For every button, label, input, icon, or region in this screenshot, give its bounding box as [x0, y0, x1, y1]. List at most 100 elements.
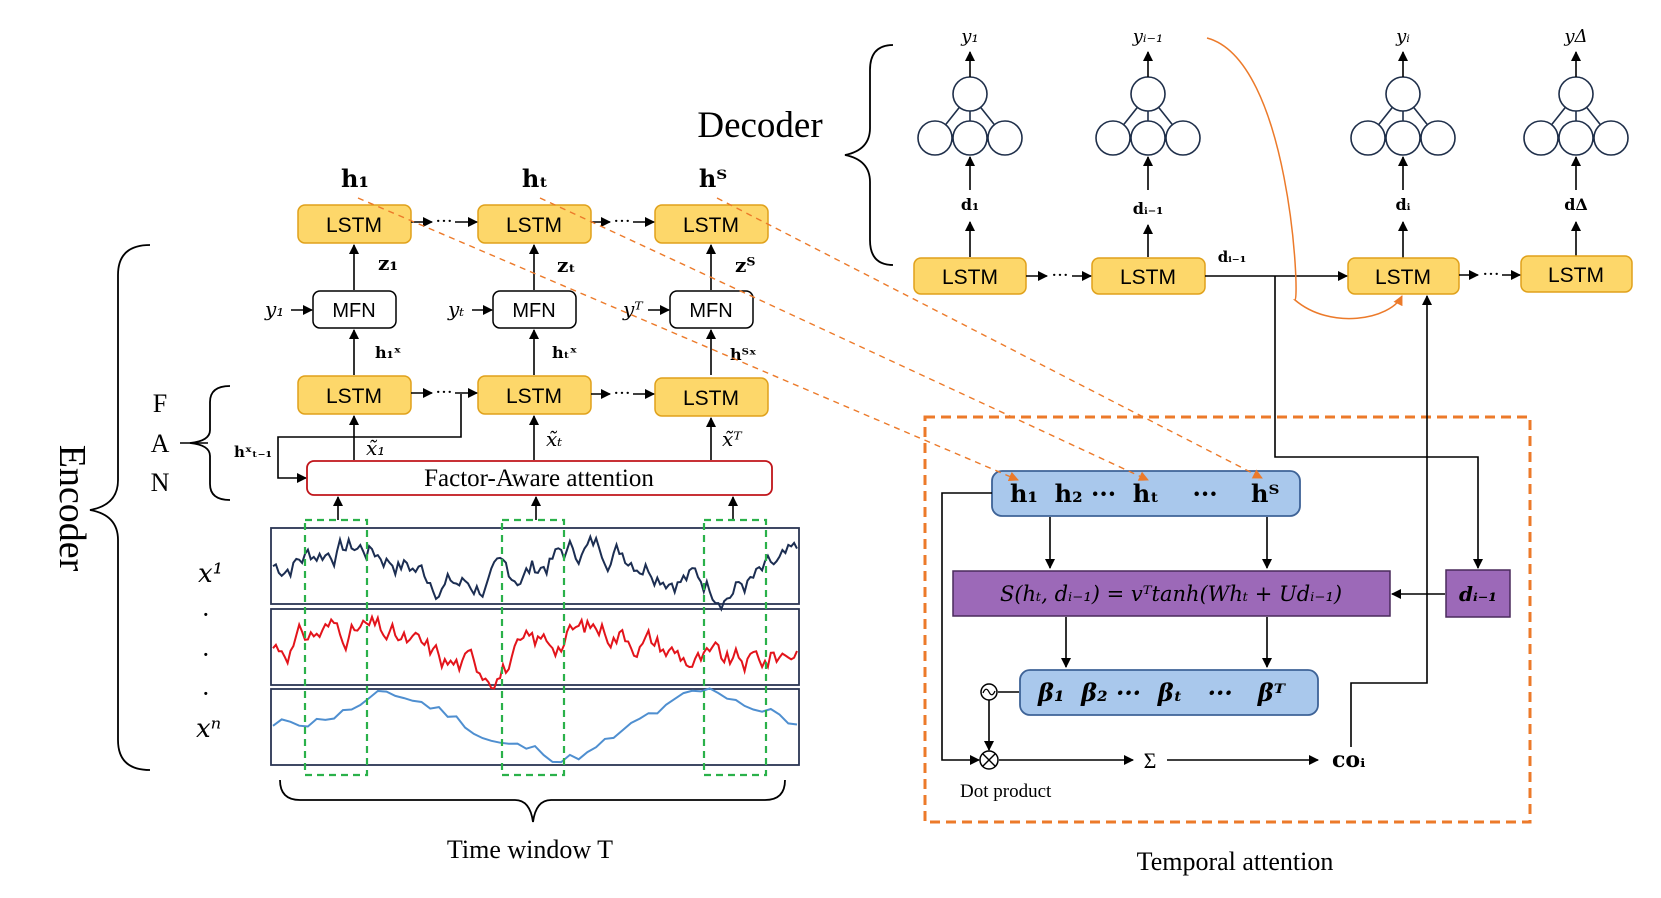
context-to-decoder	[1350, 295, 1432, 747]
temporal-attention-label: Temporal attention	[1137, 847, 1334, 876]
net-top-node	[1385, 76, 1421, 112]
series-label-1: x¹	[198, 559, 223, 589]
dec-lstm-i-label: LSTM	[1375, 266, 1431, 289]
time-window-1	[303, 518, 369, 777]
betas-box: β₁ β₂ ··· βₜ ··· βᵀ	[1019, 669, 1319, 716]
fan-letter-a: A	[151, 429, 170, 458]
net-bottom-node	[1420, 120, 1456, 156]
encoder-label: Encoder	[51, 445, 93, 572]
fan-letter-n: N	[151, 468, 170, 497]
decoder-output-net	[1095, 51, 1201, 190]
y-input-t: yₜ	[447, 297, 464, 321]
enc-low-lstm-1-label: LSTM	[326, 385, 382, 408]
prev-output-feedback	[1206, 37, 1403, 320]
net-bottom-node	[1558, 120, 1594, 156]
xt-label-1: x̃₁	[366, 436, 385, 460]
z-label-1: z₁	[378, 251, 398, 275]
enc-top-dots-2: ···	[613, 211, 630, 232]
hidden-states-box: h₁ h₂ ··· hₜ ··· hᵀ	[991, 470, 1301, 517]
xt-label-T: x̃ᵀ	[722, 427, 743, 451]
series-plot-1	[270, 527, 800, 605]
xt-label-t: x̃ₜ	[546, 427, 562, 451]
decoder-output-net	[1523, 51, 1629, 190]
d-prev-box-label: dᵢ₋₁	[1459, 582, 1497, 606]
hx-label-T: hᵀˣ	[730, 345, 757, 364]
dec-lstm-i: LSTM	[1347, 257, 1460, 295]
series-vdot-3: ·	[202, 680, 210, 708]
net-top-node	[952, 76, 988, 112]
dec-lstm-1: LSTM	[913, 257, 1027, 295]
hx-label-1: h₁ˣ	[375, 343, 401, 362]
enc-hidden-label-T: hᵀ	[699, 164, 727, 193]
dot-product-label: Dot product	[960, 781, 1052, 802]
mfn-1-label: MFN	[332, 300, 375, 322]
decoder-brace	[844, 44, 894, 266]
enc-top-lstm-T-label: LSTM	[683, 214, 739, 237]
dec-state-1: d₁	[961, 195, 979, 214]
series-plot-n	[270, 688, 800, 766]
net-bottom-node	[1095, 120, 1131, 156]
dec-out-i: yᵢ	[1395, 26, 1410, 47]
enc-hidden-label-1: h₁	[341, 164, 369, 193]
enc-low-lstm-1: LSTM	[297, 375, 412, 415]
net-bottom-node	[952, 120, 988, 156]
dec-lstm-1-label: LSTM	[942, 266, 998, 289]
z-label-t: zₜ	[557, 253, 576, 277]
series-vdot-2: ·	[202, 641, 210, 669]
dec-out-delta: yΔ	[1563, 26, 1587, 47]
enc-low-lstm-T-label: LSTM	[683, 387, 739, 410]
mfn-T-label: MFN	[689, 300, 732, 322]
time-window-brace	[279, 779, 786, 823]
dec-state-delta: dΔ	[1564, 195, 1588, 214]
series-vdot-1: ·	[202, 601, 210, 629]
factor-aware-attention-label: Factor-Aware attention	[424, 465, 654, 492]
hx-prev-feedback	[277, 394, 462, 483]
mfn-1: MFN	[312, 290, 397, 329]
dec-out-i-1: yᵢ₋₁	[1132, 26, 1164, 47]
decoder-output-net	[1350, 51, 1456, 190]
dec-state-i: dᵢ	[1395, 195, 1410, 214]
series-line-dark	[272, 533, 798, 612]
enc-top-lstm-t-label: LSTM	[506, 214, 562, 237]
z-label-T: zᵀ	[735, 253, 755, 277]
dec-state-i-1: dᵢ₋₁	[1133, 199, 1163, 218]
score-formula: S(hₜ, dᵢ₋₁) = vᵀtanh(Whₜ + Udᵢ₋₁)	[1000, 582, 1342, 606]
series-label-n: xⁿ	[196, 714, 221, 744]
dec-arrow-label: dᵢ₋₁	[1218, 248, 1247, 266]
hx-prev-label: hˣₜ₋₁	[234, 443, 272, 461]
net-bottom-node	[1523, 120, 1559, 156]
net-bottom-node	[1350, 120, 1386, 156]
enc-hidden-label-t: hₜ	[522, 164, 548, 193]
net-top-node	[1558, 76, 1594, 112]
dot-product-cross-b	[982, 753, 996, 767]
enc-top-lstm-T: LSTM	[654, 204, 769, 244]
net-top-node	[1130, 76, 1166, 112]
series-line-light	[272, 687, 798, 764]
mfn-T: MFN	[669, 290, 754, 329]
net-bottom-node	[1385, 120, 1421, 156]
decoder-label: Decoder	[697, 105, 822, 146]
score-formula-box: S(hₜ, dᵢ₋₁) = vᵀtanh(Whₜ + Udᵢ₋₁)	[952, 570, 1391, 617]
enc-top-lstm-1: LSTM	[297, 204, 412, 244]
mfn-t-label: MFN	[512, 300, 555, 322]
hT-attention-link	[716, 197, 1263, 479]
temporal-attention-frame	[923, 415, 1532, 824]
dec-out-1: y₁	[960, 26, 978, 47]
encoder-brace	[89, 244, 151, 771]
enc-top-lstm-1-label: LSTM	[326, 214, 382, 237]
h1-attention-link	[357, 197, 1019, 482]
enc-top-lstm-t: LSTM	[477, 204, 592, 244]
y-input-1: y₁	[264, 297, 284, 321]
enc-low-lstm-T: LSTM	[654, 377, 769, 417]
dec-dots-1: ···	[1051, 265, 1068, 286]
fan-letter-f: F	[153, 389, 167, 418]
y-input-T: yᵀ	[622, 297, 644, 321]
dec-dots-3: ···	[1482, 264, 1499, 285]
context-label: coᵢ	[1332, 747, 1365, 773]
net-bottom-node	[987, 120, 1023, 156]
net-bottom-node	[1130, 120, 1166, 156]
net-bottom-node	[1593, 120, 1629, 156]
dec-lstm-delta: LSTM	[1520, 255, 1633, 293]
enc-low-dots-2: ···	[613, 383, 630, 404]
